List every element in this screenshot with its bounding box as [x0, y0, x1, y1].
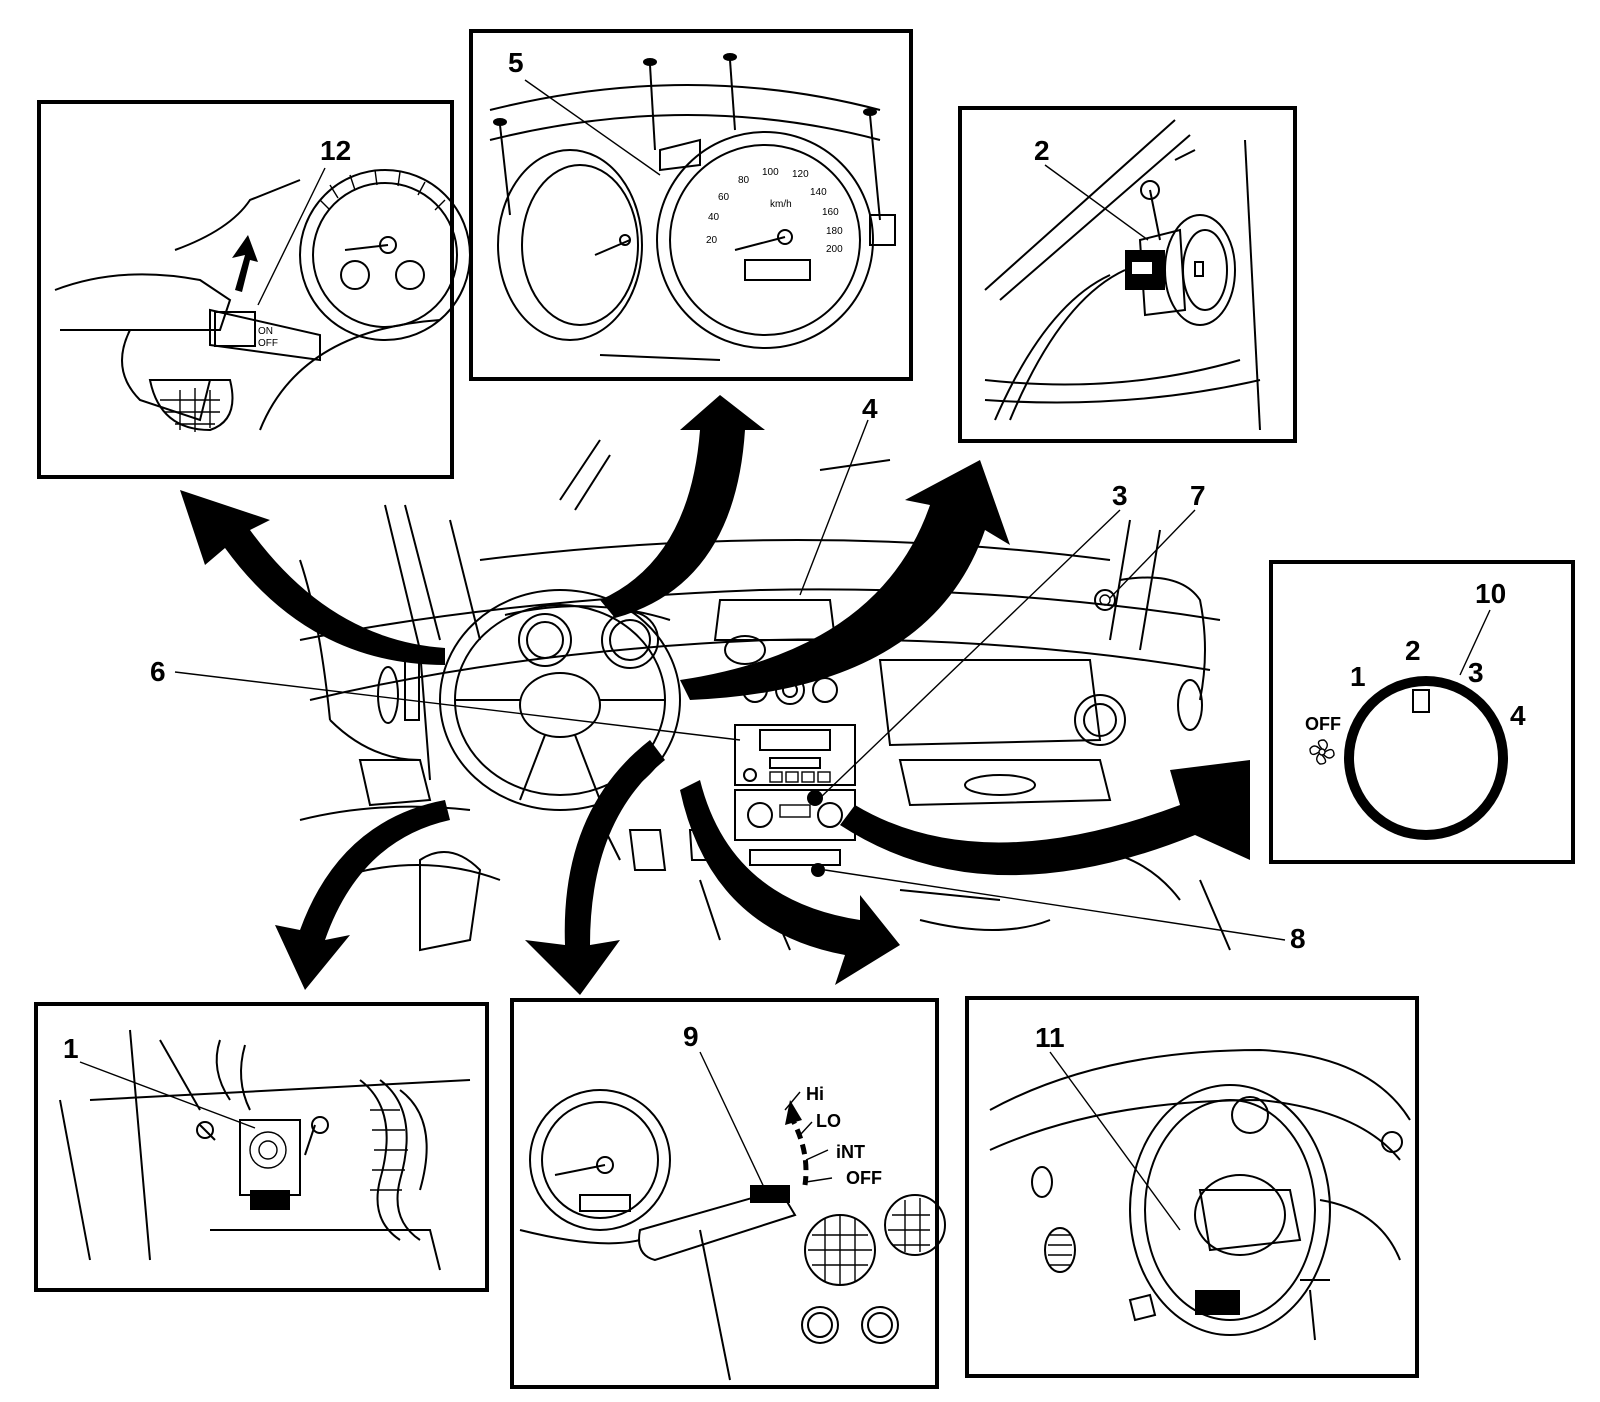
power-outlet-icon — [811, 863, 825, 877]
sunload-sensor — [1094, 589, 1116, 611]
wiper-hi-label: Hi — [806, 1084, 824, 1104]
speedo-tick-140: 140 — [810, 187, 827, 198]
callout-5: 5 — [508, 47, 524, 78]
arrow-to-panel-11 — [680, 780, 900, 985]
speedo-tick-20: 20 — [706, 235, 718, 246]
wiper-int-label: iNT — [836, 1142, 865, 1162]
instrument-cluster — [504, 605, 671, 669]
arrow-to-panel-12 — [180, 490, 445, 665]
callout-2: 2 — [1034, 135, 1050, 166]
speedo-tick-40: 40 — [708, 212, 720, 223]
callout-11: 11 — [1035, 1022, 1065, 1053]
callout-7: 7 — [1190, 480, 1206, 511]
arrow-to-panel-5 — [600, 395, 765, 618]
steering-wheel-detail — [1129, 1084, 1331, 1336]
steering-wheel — [439, 589, 681, 811]
speedo-unit: km/h — [770, 199, 792, 210]
panel-10-blower-switch: 10 1 2 3 4 OFF — [1269, 560, 1575, 864]
hvac-controls — [734, 789, 856, 841]
leader-4 — [799, 419, 869, 596]
light-off-label: OFF — [258, 338, 278, 349]
arrow-to-panel-2 — [680, 460, 1010, 700]
callout-10: 10 — [1475, 578, 1506, 609]
speedometer: 20 40 60 80 100 120 140 160 180 200 km/h — [656, 131, 874, 349]
wiper-stalk — [638, 1188, 797, 1262]
light-on-label: ON — [258, 326, 273, 337]
arrows — [180, 395, 1250, 995]
arrow-to-panel-9 — [525, 740, 665, 995]
callout-6: 6 — [150, 656, 166, 687]
speedo-tick-180: 180 — [826, 226, 843, 237]
arrow-to-panel-1 — [275, 800, 450, 990]
speedo-tick-160: 160 — [822, 207, 839, 218]
speedo-tick-100: 100 — [762, 167, 779, 178]
left-vent-icon — [377, 666, 399, 724]
callout-4: 4 — [862, 393, 878, 424]
arrow-to-panel-10 — [840, 760, 1250, 876]
fan-icon — [1309, 739, 1335, 765]
tachometer — [497, 149, 643, 341]
callout-3: 3 — [1112, 480, 1128, 511]
panel-5-instrument-cluster: 5 20 40 60 80 100 120 140 160 180 200 km… — [469, 29, 913, 381]
speedo-tick-60: 60 — [718, 192, 730, 203]
wiper-off-label: OFF — [846, 1168, 882, 1188]
screw-icons — [493, 53, 881, 221]
panel-11-steering: 11 — [965, 996, 1419, 1378]
speedo-tick-120: 120 — [792, 169, 809, 180]
panel-9-wiper-switch: 9 Hi LO iNT OFF — [510, 998, 946, 1389]
leader-7 — [1109, 509, 1196, 599]
leader-6 — [174, 671, 741, 741]
leader-lines — [174, 419, 1286, 941]
blower-position-3: 3 — [1468, 657, 1484, 688]
blower-position-2: 2 — [1405, 635, 1421, 666]
dashboard-overview — [299, 439, 1231, 952]
panel-1-module: 1 — [34, 1002, 489, 1292]
radio-unit — [734, 724, 856, 786]
callout-9: 9 — [683, 1021, 699, 1052]
speedo-tick-80: 80 — [738, 175, 750, 186]
blower-off-label: OFF — [1305, 714, 1341, 734]
blower-position-1: 1 — [1350, 661, 1366, 692]
leader-3 — [819, 509, 1121, 799]
panel-12-light-switch: 12 ON OFF — [37, 100, 471, 479]
panel-2-sensor: 2 — [958, 106, 1297, 443]
blower-knob-pointer — [1412, 689, 1430, 713]
speedo-tick-200: 200 — [826, 244, 843, 255]
blower-position-4: 4 — [1510, 700, 1526, 731]
callout-12: 12 — [320, 135, 351, 166]
leader-8 — [824, 869, 1286, 941]
wiper-lo-label: LO — [816, 1111, 841, 1131]
up-arrow-icon — [232, 235, 258, 292]
callout-1: 1 — [63, 1033, 79, 1064]
callout-8: 8 — [1290, 923, 1306, 954]
